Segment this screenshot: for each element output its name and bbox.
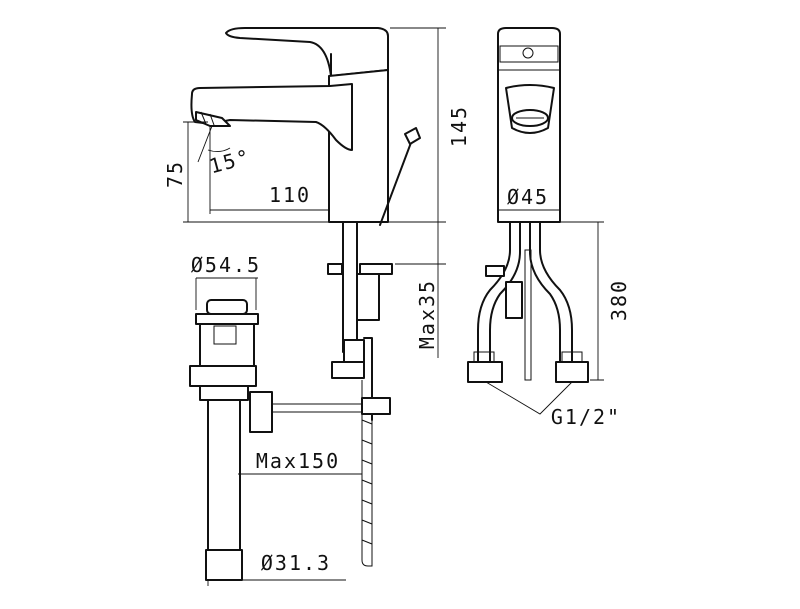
aerator-line-2 [209, 113, 215, 126]
label-spout-reach: 110 [269, 183, 311, 207]
shank-connector [331, 361, 365, 379]
label-spout-height: 75 [163, 160, 187, 188]
shank-clamp [356, 273, 380, 321]
popup-rod [379, 139, 413, 226]
label-hose-length: 380 [607, 279, 631, 321]
front-lever-screw [522, 47, 534, 59]
front-hose-right [539, 221, 573, 363]
dim-145-line [390, 27, 446, 223]
aerator [195, 111, 231, 127]
front-fitting-right [555, 361, 589, 383]
dim-angle-arc [207, 147, 231, 153]
dim-thread-leader [485, 381, 573, 415]
front-shank [505, 281, 523, 319]
drain-locknut [199, 385, 249, 401]
dim-max35-line [360, 221, 446, 358]
pivot-rod [271, 403, 363, 413]
mounting-shank [342, 221, 358, 353]
supply-hose [361, 380, 373, 567]
front-hose-left [477, 221, 511, 363]
label-max-thickness: Max35 [415, 279, 439, 349]
shank-nut-right [359, 263, 393, 275]
label-spout-angle: 15° [207, 144, 254, 178]
dimension-labels: 145 75 110 15° Ø45 Ø54.5 Max35 380 G1/2"… [163, 105, 631, 575]
shank-nut-left [327, 263, 343, 275]
dim-110-line [209, 126, 330, 214]
label-body-diameter: Ø45 [507, 185, 549, 209]
dim-angle-ray [197, 125, 213, 163]
front-hose-left-inner [489, 221, 521, 363]
drain-nut [189, 365, 257, 387]
front-fitting-left [467, 361, 503, 383]
shank-fitting [343, 339, 365, 363]
pivot-nut [249, 391, 273, 433]
label-max-drain-offset: Max150 [256, 449, 340, 473]
label-drain-diameter: Ø54.5 [191, 253, 261, 277]
front-clip [485, 265, 505, 277]
dim-380-line [560, 221, 604, 381]
front-lever-band [499, 45, 559, 63]
dim-313-line [206, 579, 346, 586]
drain-flange [195, 313, 259, 325]
faucet-front-view [467, 27, 589, 383]
lever-handle [225, 27, 389, 77]
front-nut-left [473, 351, 495, 363]
drain-tailpiece [207, 399, 241, 551]
front-nut-right [561, 351, 583, 363]
faucet-side-view [190, 27, 421, 567]
label-connection-thread: G1/2" [551, 405, 621, 429]
drain-cap [206, 299, 248, 315]
label-tail-diameter: Ø31.3 [261, 551, 331, 575]
dim-75-line [183, 121, 330, 223]
drain-tail-end [205, 549, 243, 581]
front-center-hose [524, 249, 532, 381]
hose-braid [361, 399, 373, 545]
drain-body [199, 323, 255, 367]
dimension-lines [183, 27, 604, 586]
front-hose-right-inner [529, 221, 561, 363]
drain-window [213, 325, 237, 345]
rod-clip [361, 397, 391, 415]
label-height-total: 145 [447, 105, 471, 147]
popup-knob [404, 127, 421, 145]
dim-54-line [195, 277, 258, 310]
dim-max150-line [238, 414, 363, 475]
